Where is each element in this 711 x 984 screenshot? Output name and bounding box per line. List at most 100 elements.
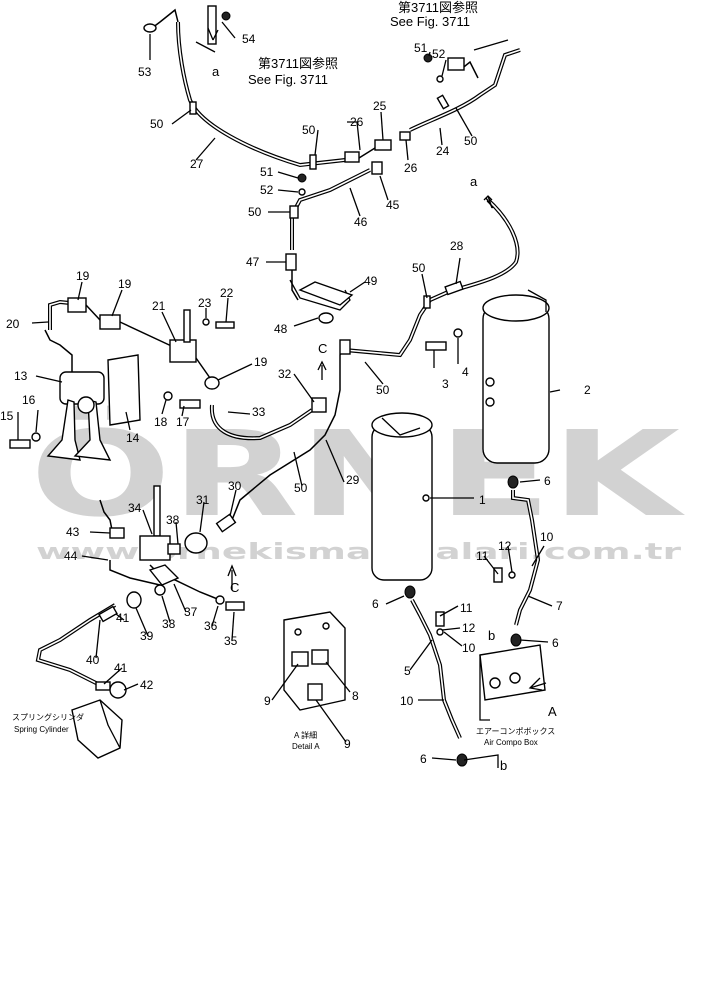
fitting-19-b xyxy=(99,314,121,330)
part-label-50c: 50 xyxy=(464,134,478,148)
part-label-33: 33 xyxy=(252,405,266,419)
part-label-5: 5 xyxy=(404,664,411,678)
bolt-17 xyxy=(179,399,201,409)
washer-36 xyxy=(215,595,225,605)
part-label-14: 14 xyxy=(126,431,140,445)
elbow-25 xyxy=(374,139,392,151)
detail-a-en: Detail A xyxy=(292,742,320,751)
pipe-46-assembly xyxy=(285,161,383,271)
part-label-46: 46 xyxy=(354,215,368,229)
part-label-44: 44 xyxy=(64,549,78,563)
part-label-11b: 11 xyxy=(476,549,489,563)
part-label-6c: 6 xyxy=(552,636,559,650)
part-label-18: 18 xyxy=(154,415,168,429)
view-letter-A: A xyxy=(548,704,557,719)
part-label-9b: 9 xyxy=(344,737,351,751)
part-label-45: 45 xyxy=(386,198,400,212)
part-label-40: 40 xyxy=(86,653,100,667)
part-label-50f: 50 xyxy=(376,383,390,397)
see-fig-top-en: See Fig. 3711 xyxy=(390,14,470,29)
clamp-50-c xyxy=(436,94,450,110)
fitting-38-upper xyxy=(167,543,181,555)
box-port-a xyxy=(489,677,501,689)
part-label-50g: 50 xyxy=(294,481,308,495)
sensor-34 xyxy=(153,485,161,537)
fitting-47 xyxy=(285,253,297,271)
part-label-19c: 19 xyxy=(254,355,268,369)
fitting-32 xyxy=(311,397,327,413)
bracket-14 xyxy=(107,354,141,426)
part-label-15: 15 xyxy=(0,409,14,423)
pipe-27-assembly xyxy=(143,5,346,170)
bolt-21 xyxy=(183,309,191,343)
tank-1-body xyxy=(371,424,433,581)
plug-6-right xyxy=(510,633,522,647)
air-compo-box xyxy=(479,644,547,721)
part-label-48: 48 xyxy=(274,322,288,336)
part-label-1: 1 xyxy=(479,493,486,507)
bolt-22 xyxy=(215,321,235,329)
part-label-6a: 6 xyxy=(544,474,551,488)
part-label-35: 35 xyxy=(224,634,238,648)
bracket-49 xyxy=(298,281,354,306)
valve-13-knob xyxy=(77,396,95,414)
part-label-2: 2 xyxy=(584,383,591,397)
part-label-32: 32 xyxy=(278,367,292,381)
fitting-39 xyxy=(126,591,142,609)
bolt-35 xyxy=(225,601,245,611)
connection-b-mid: b xyxy=(488,628,495,643)
connection-a-top: a xyxy=(212,64,220,79)
part-label-52b: 52 xyxy=(260,183,274,197)
spring-cylinder xyxy=(71,699,123,759)
part-number-labels: 1 2 3 4 5 6 6 6 6 7 8 9 9 10 10 10 11 11… xyxy=(0,32,591,766)
pipe-28-assembly xyxy=(231,197,520,521)
tank-2-port-b xyxy=(485,397,495,407)
bolt-3 xyxy=(425,341,447,351)
elbow-45 xyxy=(371,161,383,175)
part-label-39: 39 xyxy=(140,629,154,643)
air-compo-box-body xyxy=(479,644,546,701)
part-label-4: 4 xyxy=(462,365,469,379)
box-port-b xyxy=(509,672,521,684)
part-label-36: 36 xyxy=(204,619,218,633)
valve-34 xyxy=(139,535,171,561)
fitting-9-detail xyxy=(291,651,309,667)
fitting-26-right xyxy=(399,131,411,141)
connection-c-low: C xyxy=(230,580,239,595)
air-tank-1 xyxy=(371,412,433,599)
tank-1-port xyxy=(422,494,430,502)
pipe-7-and-5 xyxy=(410,490,541,768)
part-label-47: 47 xyxy=(246,255,260,269)
fitting-top-right xyxy=(447,57,465,71)
pipe-33-assembly xyxy=(209,360,327,441)
washer-23 xyxy=(202,318,210,326)
part-label-19b: 19 xyxy=(118,277,132,291)
fitting-8-detail xyxy=(311,649,329,665)
bolt-15 xyxy=(9,439,31,449)
part-label-6d: 6 xyxy=(420,752,427,766)
watermark-brand: ÖRNEK xyxy=(30,405,686,543)
fitting-41-lower xyxy=(95,681,111,691)
part-label-43: 43 xyxy=(66,525,80,539)
part-label-19a: 19 xyxy=(76,269,90,283)
pipe-24-assembly xyxy=(344,48,521,163)
fitting-50-upper xyxy=(339,339,351,355)
detail-a xyxy=(283,611,346,711)
part-label-52a: 52 xyxy=(432,47,446,61)
clamp-50-b xyxy=(309,154,317,170)
connection-b-bottom: b xyxy=(500,758,507,773)
part-label-50a: 50 xyxy=(150,117,164,131)
fitting-37 xyxy=(148,564,180,586)
part-label-38a: 38 xyxy=(166,513,180,527)
washer-52-top xyxy=(436,75,444,83)
valve-21 xyxy=(169,339,197,363)
part-label-30: 30 xyxy=(228,479,242,493)
part-label-50b: 50 xyxy=(302,123,316,137)
part-label-13: 13 xyxy=(14,369,28,383)
washer-16 xyxy=(31,432,41,442)
part-label-7: 7 xyxy=(556,599,563,613)
fitting-41-upper xyxy=(98,605,118,623)
part-label-22: 22 xyxy=(220,286,234,300)
part-label-10b: 10 xyxy=(400,694,414,708)
